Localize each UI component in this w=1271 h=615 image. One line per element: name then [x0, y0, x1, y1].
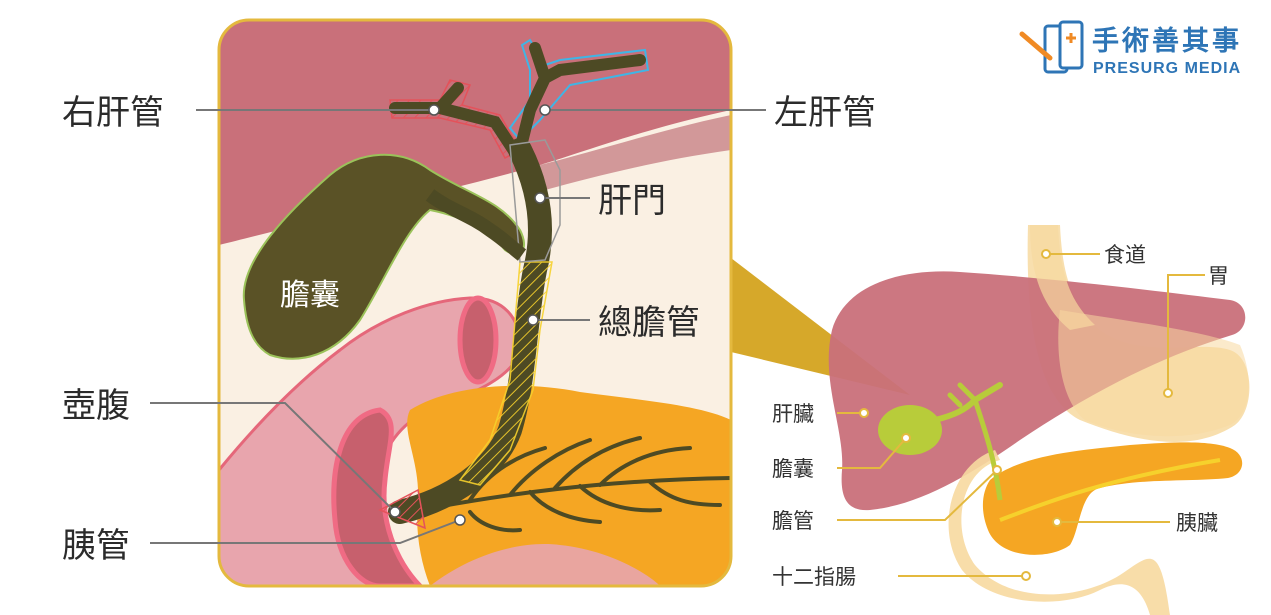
label-esophagus: 食道 [1104, 243, 1146, 267]
left-hepatic-duct-shape [508, 38, 650, 142]
brand-name-en: PRESURG MEDIA [1093, 60, 1241, 77]
presurg-logo-icon [1019, 20, 1084, 74]
label-hilum: 肝門 [598, 181, 666, 221]
label-gallbladder-detail: 膽囊 [280, 278, 340, 313]
label-pancreatic-duct: 胰管 [62, 526, 130, 566]
label-bile-duct: 膽管 [772, 509, 814, 533]
label-duodenum: 十二指腸 [772, 565, 856, 589]
label-pancreas: 胰臟 [1176, 511, 1218, 535]
dot-overview-pancreas [1052, 517, 1062, 527]
dot-overview-bile-duct [992, 465, 1002, 475]
label-ampulla: 壺腹 [62, 386, 130, 426]
dot-common-bile-duct [527, 314, 539, 326]
label-liver: 肝臟 [772, 402, 814, 426]
dot-overview-liver [859, 408, 869, 418]
dot-ampulla [389, 506, 401, 518]
overview-leaders [837, 253, 1205, 577]
detail-leaders [150, 109, 766, 544]
brand-name-zh: 手術善其事 [1092, 25, 1242, 57]
label-stomach: 胃 [1208, 264, 1229, 288]
label-common-bile-duct: 總膽管 [598, 303, 700, 343]
right-hepatic-duct-shape [389, 79, 522, 160]
dot-hilum [534, 192, 546, 204]
detail-panel-border [217, 18, 733, 588]
label-left-hepatic-duct: 左肝管 [774, 93, 876, 133]
overview-duodenum [948, 450, 1170, 615]
dot-overview-gallbladder [901, 433, 911, 443]
dot-left-hepatic [539, 104, 551, 116]
dot-right-hepatic [428, 104, 440, 116]
dot-overview-esophagus [1041, 249, 1051, 259]
dot-pancreatic-duct [454, 514, 466, 526]
dot-overview-stomach [1163, 388, 1173, 398]
label-right-hepatic-duct: 右肝管 [62, 93, 164, 133]
brand-logo: 手術善其事 PRESURG MEDIA [1019, 20, 1242, 77]
ampulla-marker [378, 488, 426, 530]
overview-pancreas [982, 442, 1243, 555]
overview-gallbladder [878, 405, 942, 455]
dot-overview-duodenum [1021, 571, 1031, 581]
label-gallbladder-overview: 膽囊 [772, 457, 814, 481]
overview-illustration [828, 225, 1250, 615]
